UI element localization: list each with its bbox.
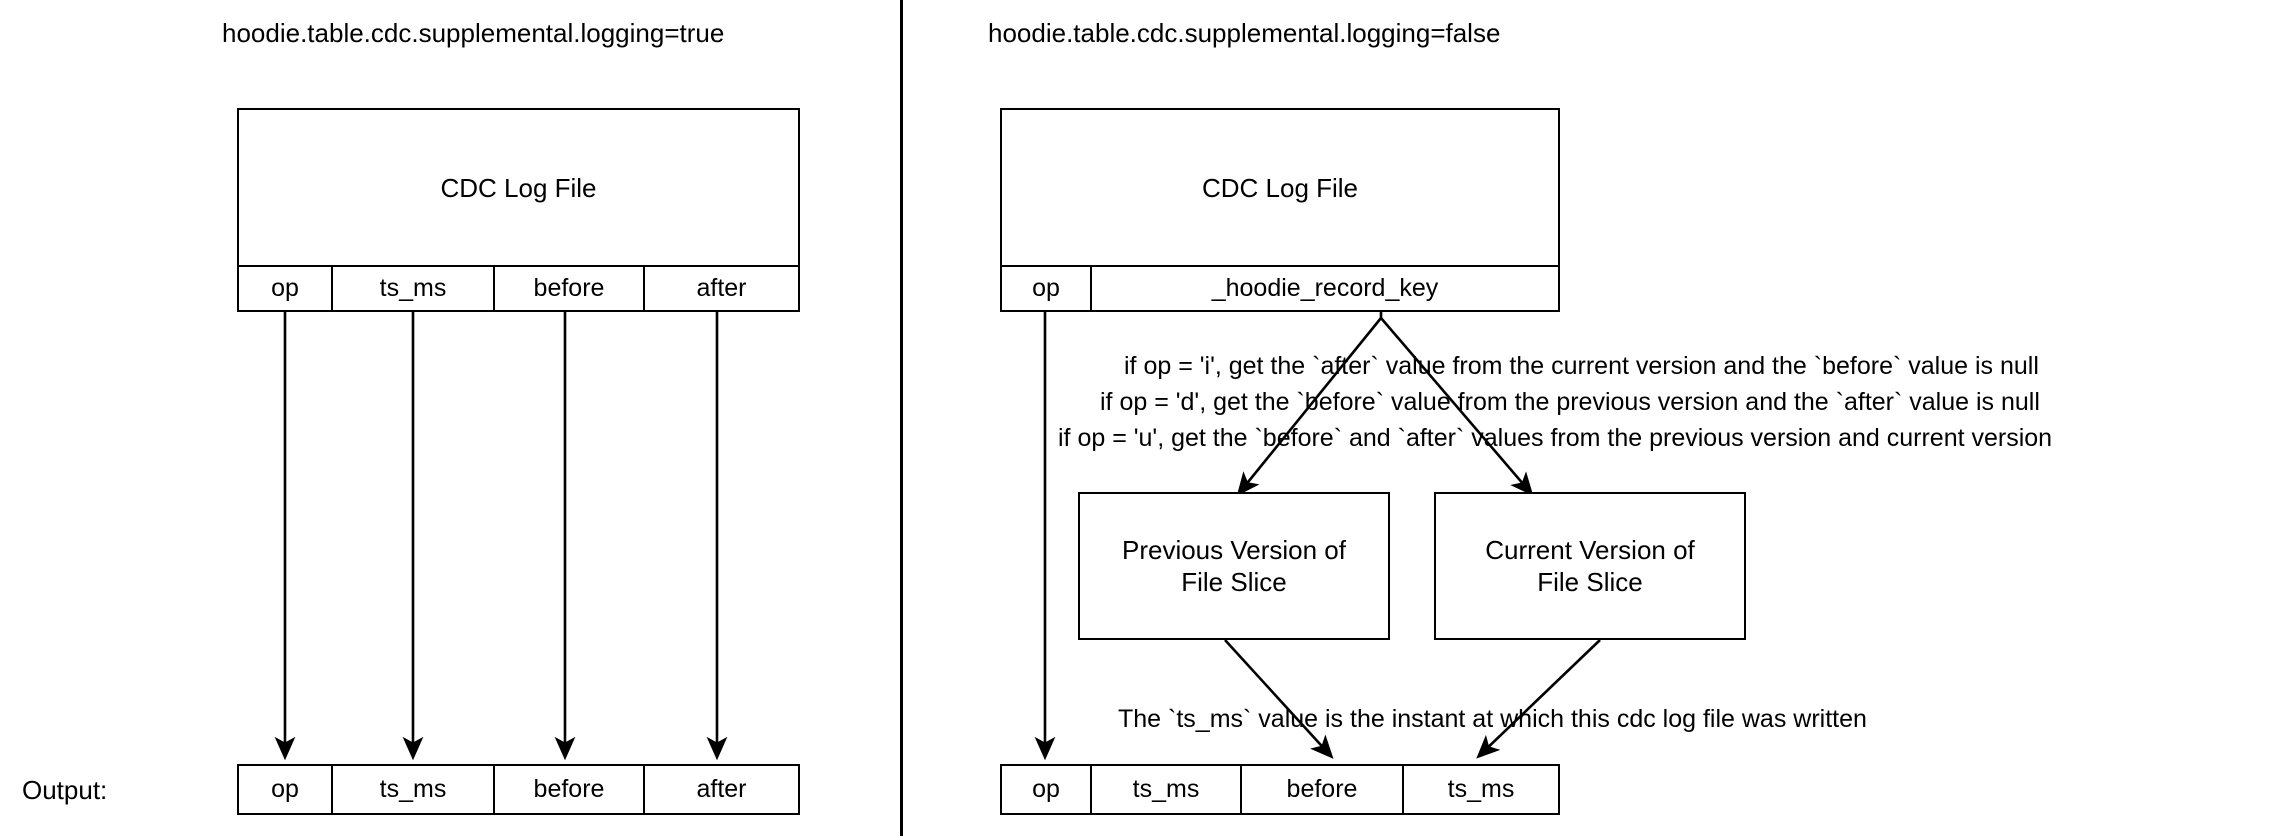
left-log-column-op: op [237, 265, 333, 312]
previous-version-line-1: Previous Version of [1121, 534, 1346, 565]
rule-line-insert: if op = 'i', get the `after` value from … [1124, 352, 2039, 380]
previous-version-line-2: File Slice [1181, 567, 1287, 597]
right-log-column-op: op [1000, 265, 1092, 312]
left-cdc-log-file-box: CDC Log File [237, 108, 800, 268]
left-log-column-before: before [493, 265, 645, 312]
left-output-column-before: before [493, 764, 645, 815]
current-version-line-1: Current Version of [1485, 534, 1695, 565]
right-log-column-hoodie-record-key: _hoodie_record_key [1090, 265, 1560, 312]
output-label: Output: [22, 775, 108, 805]
right-output-column-op: op [1000, 764, 1092, 815]
current-version-file-slice-box: Current Version of File Slice [1434, 492, 1746, 640]
left-log-column-after: after [643, 265, 800, 312]
current-version-line-2: File Slice [1537, 567, 1643, 597]
left-log-column-ts-ms: ts_ms [331, 265, 495, 312]
left-panel-title: hoodie.table.cdc.supplemental.logging=tr… [222, 18, 725, 48]
panel-divider [900, 0, 903, 836]
previous-version-file-slice-box: Previous Version of File Slice [1078, 492, 1390, 640]
right-output-column-before: before [1240, 764, 1404, 815]
left-panel-arrows [274, 310, 728, 761]
rule-line-delete: if op = 'd', get the `before` value from… [1100, 388, 2040, 416]
right-cdc-log-file-box: CDC Log File [1000, 108, 1560, 268]
left-output-column-op: op [237, 764, 333, 815]
right-panel-title: hoodie.table.cdc.supplemental.logging=fa… [988, 18, 1501, 48]
right-output-column-ts-ms-2: ts_ms [1402, 764, 1560, 815]
right-output-column-ts-ms: ts_ms [1090, 764, 1242, 815]
left-output-column-after: after [643, 764, 800, 815]
left-output-column-ts-ms: ts_ms [331, 764, 495, 815]
ts-ms-note: The `ts_ms` value is the instant at whic… [1118, 705, 1867, 733]
rule-line-update: if op = 'u', get the `before` and `after… [1058, 424, 2053, 452]
right-merge-arrows [1224, 639, 1601, 759]
